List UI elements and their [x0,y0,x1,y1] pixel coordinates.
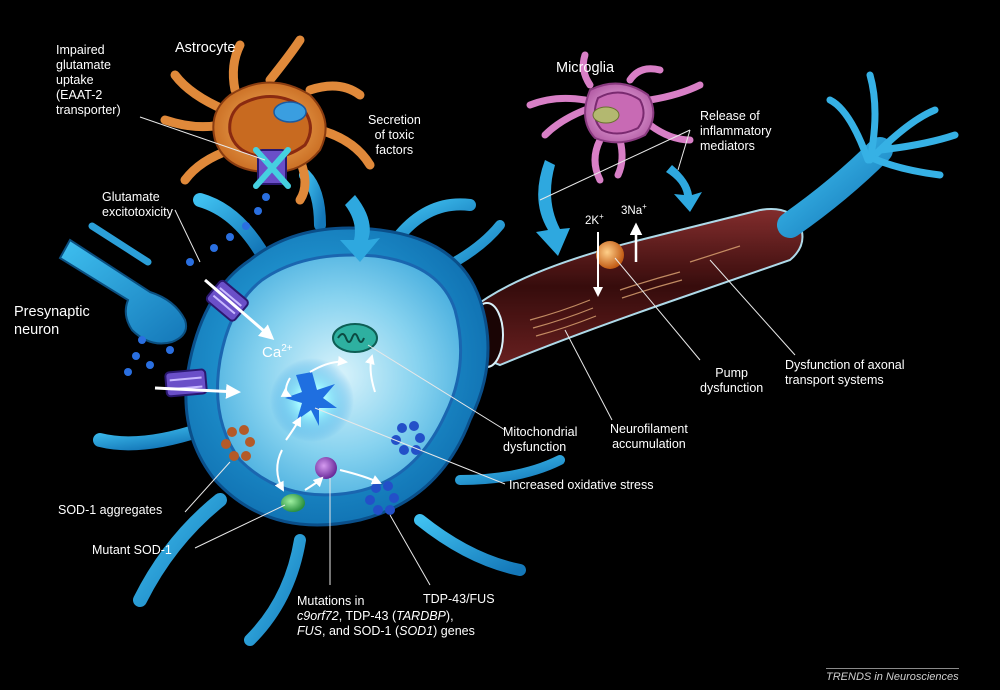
label-sodium-ion: 3Na+ [621,202,647,217]
glutamate-molecules [124,193,270,376]
glutamate-receptors [154,278,275,399]
label-increased-oxidative-stress: Increased oxidative stress [509,478,654,492]
eaat2-blocked-transporter [253,147,291,189]
tdp43-cluster-2 [365,481,399,515]
label-microglia: Microglia [556,60,615,76]
label-release-inflammatory-mediators: Release of inflammatory mediators [700,109,772,153]
tdp43-cluster-1 [391,421,425,455]
label-neurofilament-accumulation: Neurofilament accumulation [610,422,688,451]
label-tdp43-fus: TDP-43/FUS [423,592,495,606]
label-gene-mutations: Mutations in c9orf72, TDP-43 (TARDBP), F… [297,594,475,638]
label-secretion-toxic-factors: Secretion of toxic factors [368,113,421,157]
label-axonal-transport-dysfunction: Dysfunction of axonal transport systems [785,358,905,387]
mutation-gene-blob [315,457,337,479]
ion-pump [593,222,643,297]
label-astrocyte: Astrocyte [175,40,236,56]
label-presynaptic-neuron: Presynaptic neuron [14,304,90,338]
label-impaired-glutamate-uptake: Impaired glutamate uptake (EAAT-2 transp… [56,43,121,117]
mutant-sod1-blob [281,494,305,512]
neuron-soma [93,169,565,646]
label-mitochondrial-dysfunction: Mitochondrial dysfunction [503,425,578,454]
journal-footer: TRENDS in Neurosciences [826,668,959,683]
leader-lines [139,116,796,586]
label-glutamate-excitotoxicity: Glutamate excitotoxicity [102,190,173,219]
label-pump-dysfunction: Pump dysfunction [700,366,764,395]
label-sod1-aggregates: SOD-1 aggregates [58,503,163,517]
sod1-aggregate-cluster [221,425,255,461]
label-calcium-ion: Ca2+ [262,343,293,361]
toxic-flow-arrows [340,160,702,262]
label-mutant-sod1: Mutant SOD-1 [92,543,172,557]
presynaptic-neuron [58,222,188,345]
label-potassium-ion: 2K+ [585,212,604,227]
astrocyte-cell [160,35,375,205]
